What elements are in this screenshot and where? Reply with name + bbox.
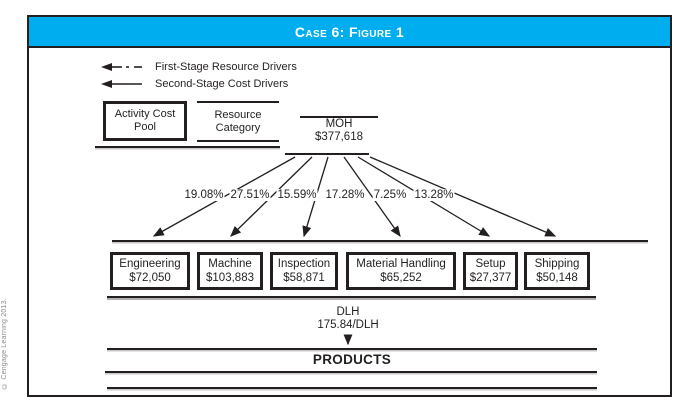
pool-name: Inspection: [277, 258, 331, 270]
percent-setup: 7.25%: [372, 189, 408, 201]
legend-first-stage: First-Stage Resource Drivers: [100, 61, 297, 73]
moh-amount: $377,618: [315, 131, 363, 143]
pool-name: Shipping: [534, 258, 580, 270]
percent-shipping: 13.28%: [413, 189, 455, 201]
pool-box-engineering: Engineering $72,050: [110, 252, 190, 290]
legend-first-stage-label: First-Stage Resource Drivers: [155, 61, 297, 73]
activity-cost-pool-key-label: Activity Cost Pool: [114, 108, 176, 133]
rule-bottom-extra: [107, 387, 597, 389]
pool-amount: $58,871: [283, 272, 325, 284]
rule-below-key: [95, 146, 280, 148]
rule-above-pools: [112, 240, 648, 242]
pool-box-inspection: Inspection $58,871: [270, 252, 338, 290]
pool-amount: $27,377: [469, 272, 512, 284]
percent-machine: 27.51%: [229, 189, 271, 201]
second-stage-rate: 175.84/DLH: [317, 319, 379, 331]
pool-name: Setup: [475, 258, 506, 270]
resource-category-key: Resource Category: [197, 101, 279, 142]
rule-below-products: [105, 371, 597, 373]
figure-header: Case 6: Figure 1: [27, 15, 672, 48]
pool-name: Material Handling: [356, 258, 446, 270]
products-label: PRODUCTS: [312, 352, 392, 367]
resource-category-key-label: Resource Category: [214, 108, 262, 134]
left-arrow-solid-icon: [101, 80, 142, 88]
second-stage-driver: DLH: [336, 306, 360, 318]
left-arrow-dash-dot-icon: [101, 63, 142, 71]
pool-amount: $72,050: [129, 272, 171, 284]
pool-amount: $65,252: [380, 272, 422, 284]
pool-amount: $50,148: [536, 272, 578, 284]
legend-second-stage-label: Second-Stage Cost Drivers: [155, 78, 289, 90]
pool-box-machine: Machine $103,883: [197, 252, 263, 290]
pool-box-shipping: Shipping $50,148: [524, 252, 590, 290]
percent-engineering: 19.08%: [183, 189, 225, 201]
rule-below-pools: [107, 296, 596, 298]
rule-above-products: [107, 348, 597, 350]
rule-above-moh: [300, 116, 378, 118]
copyright-text: © Cengage Learning 2013.: [1, 298, 8, 389]
pool-box-setup: Setup $27,377: [463, 252, 518, 290]
pool-name: Engineering: [119, 258, 181, 270]
moh-label: MOH: [325, 118, 353, 130]
pool-name: Machine: [208, 258, 252, 270]
pool-amount: $103,883: [206, 272, 254, 284]
percent-material-handling: 17.28%: [324, 189, 366, 201]
rule-below-moh: [285, 153, 369, 155]
pool-box-material-handling: Material Handling $65,252: [346, 252, 456, 290]
activity-cost-pool-key: Activity Cost Pool: [103, 101, 187, 141]
figure-title: Case 6: Figure 1: [294, 23, 405, 40]
percent-inspection: 15.59%: [276, 189, 318, 201]
legend-second-stage: Second-Stage Cost Drivers: [100, 78, 288, 90]
